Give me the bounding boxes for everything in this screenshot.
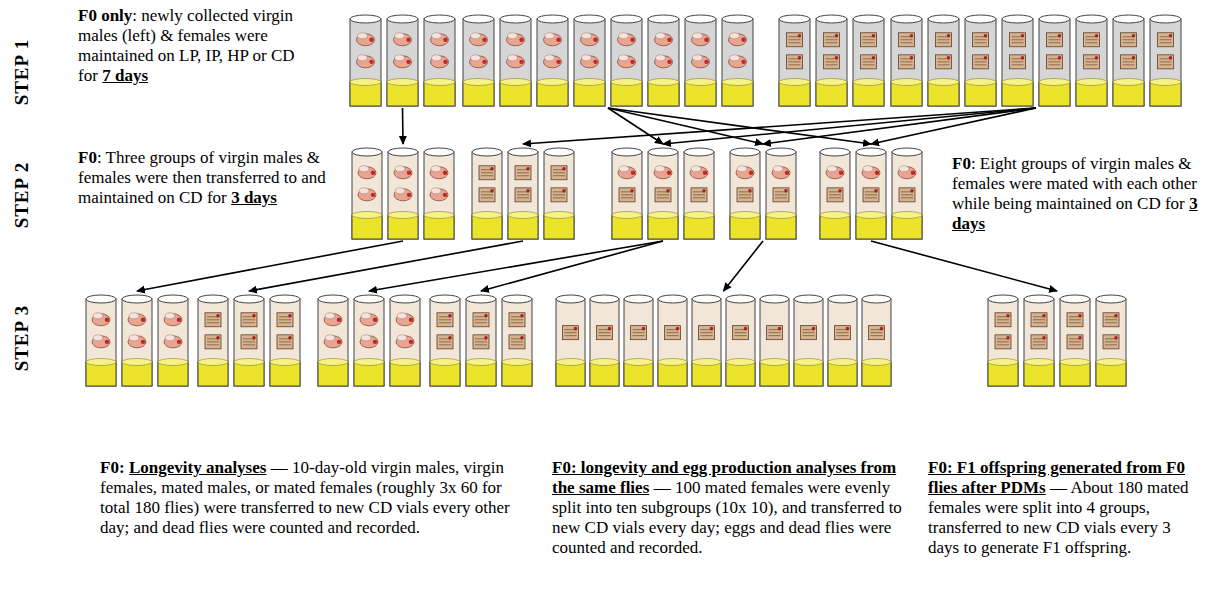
vial [612,148,642,239]
step-label-wrap: STEP 2 [11,162,33,229]
flow-arrow [608,108,871,144]
vial [388,148,418,239]
vial [463,15,494,106]
flow-arrow [763,108,1036,144]
vial [352,148,382,239]
vial [234,295,264,386]
vial [537,15,568,106]
vial [856,148,886,239]
vial [648,15,679,106]
vial [611,15,642,106]
vial [508,148,538,239]
flow-arrow [871,108,1036,144]
flow-arrow [523,108,1036,144]
vial [730,148,760,239]
vial [760,295,789,386]
vial [722,15,753,106]
vial [1060,295,1090,386]
vial [390,295,420,386]
vial [86,295,116,386]
vial [820,148,850,239]
vial [828,295,857,386]
vial [624,295,653,386]
vial [965,15,996,106]
text-block: F0: Eight groups of virgin males & femal… [952,154,1206,234]
vial [726,295,755,386]
vial [779,15,810,106]
vial [466,295,496,386]
vial [658,295,687,386]
vial [198,295,228,386]
flow-arrow [871,241,1057,291]
description-text: F0 [78,148,97,167]
vial [1024,295,1054,386]
vial [648,148,678,239]
vial [692,295,721,386]
vial [928,15,959,106]
vial [1076,15,1107,106]
vial [544,148,574,239]
vial [424,148,454,239]
vial [1150,15,1181,106]
vial [1002,15,1033,106]
vial [472,148,502,239]
text-block: F0 only: newly collected virgin males (l… [78,6,302,86]
vial [892,148,922,239]
text-block: F0: F1 offspring generated from F0 flies… [928,458,1204,557]
description-text: 3 days [231,188,277,207]
step-label-wrap: STEP 3 [11,305,33,372]
vial [354,295,384,386]
flow-arrow [402,108,404,144]
description-text: F0: [100,458,125,477]
flow-arrow [481,241,663,291]
text-block: F0:Longevity analyses— 10-day-old virgin… [100,458,510,538]
flow-arrow [249,241,523,291]
description-text: : Eight groups of virgin males & females… [952,154,1197,213]
step-label-wrap: STEP 1 [11,39,33,106]
vial [318,295,348,386]
vial [1113,15,1144,106]
description-text: F0 [952,154,971,173]
vial [988,295,1018,386]
vial [500,15,531,106]
flow-arrow [608,108,663,144]
vial [891,15,922,106]
vial [574,15,605,106]
vial [350,15,381,106]
text-block: F0: longevity and egg production analyse… [552,458,902,557]
flow-arrow [663,108,1036,144]
vial [590,295,619,386]
vial [1039,15,1070,106]
step-label: STEP 2 [11,162,32,229]
description-text: : Three groups of virgin males & females… [78,148,326,207]
vial [816,15,847,106]
description-text: F0 only [78,6,132,25]
vial [122,295,152,386]
vial [424,15,455,106]
description-text: Longevity analyses [129,458,266,477]
flow-arrow [369,241,663,291]
vial [684,148,714,239]
step-label: STEP 1 [11,39,32,106]
vial [556,295,585,386]
description-text: 7 days [102,66,148,85]
vial [766,148,796,239]
vial [430,295,460,386]
vial [158,295,188,386]
text-block: F0: Three groups of virgin males & femal… [78,148,344,208]
vial [685,15,716,106]
vial [853,15,884,106]
vial [862,295,891,386]
vial [794,295,823,386]
vial [502,295,532,386]
step-label: STEP 3 [11,305,32,372]
vial [387,15,418,106]
vial [270,295,300,386]
flow-arrow [137,241,403,291]
vial [1096,295,1126,386]
flow-arrow [724,241,764,291]
